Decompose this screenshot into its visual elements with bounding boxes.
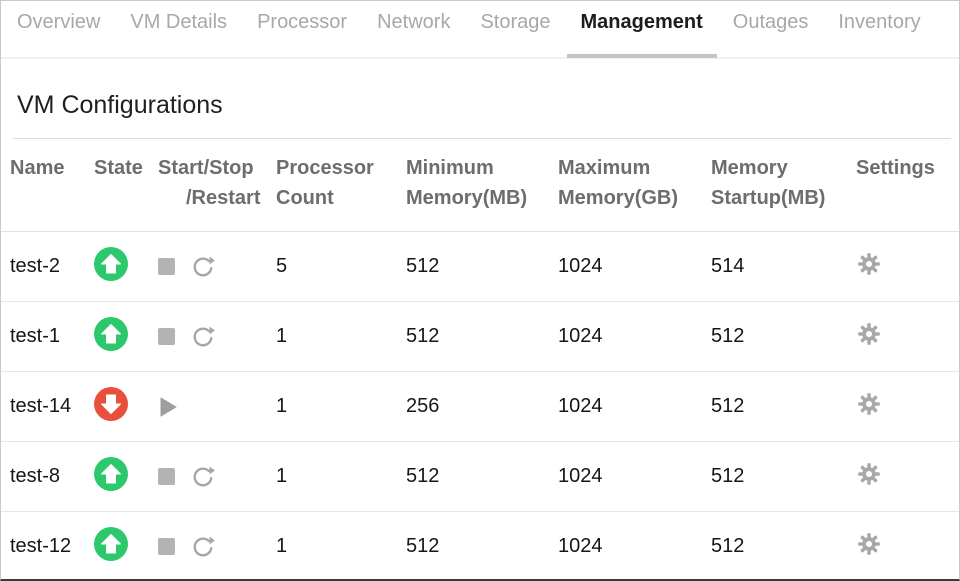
table-row: test-12 1 512 1024 51 xyxy=(1,511,959,579)
state-up-icon xyxy=(94,526,128,561)
memory-startup: 512 xyxy=(702,301,847,372)
restart-button[interactable] xyxy=(191,325,215,349)
state-up-icon xyxy=(94,316,128,351)
heading-divider xyxy=(13,138,951,139)
stop-button[interactable] xyxy=(158,328,175,345)
stop-square-icon xyxy=(158,258,175,275)
minimum-memory: 512 xyxy=(397,231,549,302)
memory-startup: 512 xyxy=(702,371,847,442)
minimum-memory: 512 xyxy=(397,301,549,372)
maximum-memory: 1024 xyxy=(549,441,702,512)
vm-name: test-2 xyxy=(1,231,85,302)
tab-vm-details[interactable]: VM Details xyxy=(130,11,228,33)
vm-name: test-8 xyxy=(1,441,85,512)
gear-icon xyxy=(858,462,880,485)
stop-square-icon xyxy=(158,328,175,345)
tab-network[interactable]: Network xyxy=(377,11,451,33)
state-up-icon xyxy=(94,246,128,281)
maximum-memory: 1024 xyxy=(549,511,702,579)
tab-bar: Overview VM Details Processor Network St… xyxy=(1,1,959,59)
maximum-memory: 1024 xyxy=(549,301,702,372)
maximum-memory: 1024 xyxy=(549,231,702,302)
minimum-memory: 512 xyxy=(397,441,549,512)
page-title: VM Configurations xyxy=(17,91,223,119)
stop-button[interactable] xyxy=(158,538,175,555)
settings-button[interactable] xyxy=(856,321,882,347)
state-down-icon xyxy=(94,386,128,421)
stop-square-icon xyxy=(158,468,175,485)
minimum-memory: 512 xyxy=(397,511,549,579)
gear-icon xyxy=(858,322,880,345)
settings-button[interactable] xyxy=(856,391,882,417)
vm-name: test-14 xyxy=(1,371,85,442)
settings-button[interactable] xyxy=(856,461,882,487)
restart-button[interactable] xyxy=(191,535,215,559)
stop-button[interactable] xyxy=(158,468,175,485)
processor-count: 1 xyxy=(267,511,397,579)
table-row: test-1 1 512 1024 512 xyxy=(1,301,959,372)
column-header-start-stop-restart: Start/Stop/Restart xyxy=(149,139,267,232)
column-header-state: State xyxy=(85,139,149,232)
restart-button[interactable] xyxy=(191,465,215,489)
state-up-icon xyxy=(94,456,128,491)
processor-count: 1 xyxy=(267,371,397,442)
table-row: test-8 1 512 1024 512 xyxy=(1,441,959,512)
column-header-name: Name xyxy=(1,139,85,232)
vm-name: test-1 xyxy=(1,301,85,372)
processor-count: 1 xyxy=(267,301,397,372)
table-row: test-2 5 512 1024 514 xyxy=(1,231,959,302)
settings-button[interactable] xyxy=(856,251,882,277)
memory-startup: 512 xyxy=(702,511,847,579)
restart-circular-arrow-icon xyxy=(193,536,215,556)
stop-square-icon xyxy=(158,538,175,555)
gear-icon xyxy=(858,392,880,415)
tab-outages[interactable]: Outages xyxy=(732,11,809,33)
column-header-settings: Settings xyxy=(847,139,959,232)
restart-circular-arrow-icon xyxy=(193,466,215,486)
memory-startup: 514 xyxy=(702,231,847,302)
processor-count: 5 xyxy=(267,231,397,302)
gear-icon xyxy=(858,252,880,275)
restart-circular-arrow-icon xyxy=(193,256,215,276)
stop-button[interactable] xyxy=(158,258,175,275)
memory-startup: 512 xyxy=(702,441,847,512)
tab-storage[interactable]: Storage xyxy=(480,11,551,33)
gear-icon xyxy=(858,532,880,555)
tab-management[interactable]: Management xyxy=(566,11,718,58)
settings-button[interactable] xyxy=(856,531,882,557)
vm-name: test-12 xyxy=(1,511,85,579)
restart-button[interactable] xyxy=(191,255,215,279)
restart-circular-arrow-icon xyxy=(193,326,215,346)
tab-overview[interactable]: Overview xyxy=(17,11,101,33)
start-button[interactable] xyxy=(158,396,178,418)
table-row: test-14 1 256 1024 512 xyxy=(1,371,959,442)
tab-inventory[interactable]: Inventory xyxy=(838,11,921,33)
processor-count: 1 xyxy=(267,441,397,512)
maximum-memory: 1024 xyxy=(549,371,702,442)
play-triangle-icon xyxy=(160,397,177,416)
minimum-memory: 256 xyxy=(397,371,549,442)
tab-processor[interactable]: Processor xyxy=(257,11,348,33)
